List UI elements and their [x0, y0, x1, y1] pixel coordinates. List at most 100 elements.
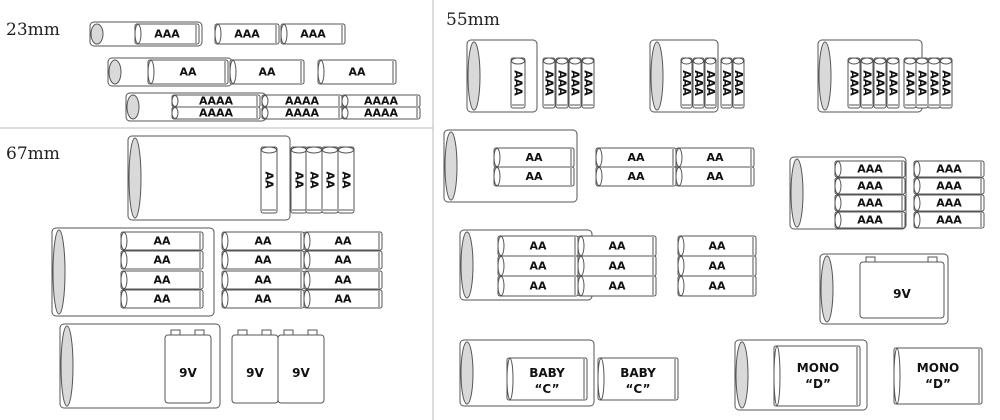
tube-end	[460, 341, 474, 405]
label-d: “D”	[805, 377, 831, 391]
battery-end	[928, 57, 940, 65]
battery-end	[303, 232, 311, 250]
battery-label: AA	[334, 274, 352, 287]
battery-label: AA	[608, 260, 626, 273]
battery-end	[675, 167, 683, 186]
battery-end	[887, 57, 899, 65]
tube-end	[820, 255, 834, 323]
battery-end	[147, 60, 155, 84]
battery-label: AAA	[556, 70, 569, 96]
section-label-23mm: 23mm	[6, 20, 60, 40]
battery-end	[913, 178, 921, 194]
battery-9v	[277, 334, 325, 404]
battery-end	[577, 236, 585, 256]
battery-label: AA	[334, 254, 352, 267]
battery-end	[214, 24, 222, 44]
section-dividers	[0, 0, 434, 420]
label-d: “D”	[925, 377, 951, 391]
battery-end	[261, 146, 277, 154]
battery-label: AAA	[720, 70, 733, 96]
battery-label: AAA	[936, 163, 962, 176]
tube-end	[52, 229, 66, 315]
battery-end	[261, 107, 269, 119]
battery-label: AAA	[857, 214, 883, 227]
battery-end	[677, 236, 685, 256]
battery-label: AA	[254, 293, 272, 306]
battery-label: AA	[254, 254, 272, 267]
battery-label: AA	[263, 171, 276, 189]
section-label-67mm: 67mm	[6, 144, 60, 164]
battery-end	[721, 57, 732, 65]
section-label-55mm: 55mm	[446, 10, 500, 30]
battery-label: AAA	[234, 28, 260, 41]
battery-end	[834, 195, 842, 211]
battery-end	[874, 57, 886, 65]
tube-end	[128, 137, 142, 219]
battery-end	[120, 271, 128, 289]
battery-label: AAAA	[364, 107, 399, 120]
battery-end	[120, 232, 128, 250]
terminal	[927, 256, 938, 263]
label-c: “C”	[625, 382, 650, 396]
battery-end	[834, 212, 842, 228]
tube-end	[735, 341, 749, 409]
battery-end	[733, 57, 744, 65]
battery-label: AAA	[940, 70, 953, 96]
battery-end	[577, 256, 585, 276]
packaging-tube	[127, 135, 291, 221]
battery-end	[303, 290, 311, 308]
battery-label: AAA	[680, 70, 693, 96]
battery-label: AAA	[904, 70, 917, 96]
battery-label: AAA	[887, 70, 900, 96]
tube-end	[444, 131, 458, 201]
battery-label: AA	[348, 66, 366, 79]
battery-end	[569, 57, 581, 65]
battery-label: AA	[153, 274, 171, 287]
battery-label: AA	[706, 170, 724, 183]
battery-mono-d	[773, 345, 861, 407]
battery-label: AAA	[704, 70, 717, 96]
battery-label: AA	[708, 260, 726, 273]
battery-label: AAA	[582, 70, 595, 96]
battery-end	[940, 57, 952, 65]
battery-label-9v: 9V	[292, 366, 310, 380]
battery-end	[861, 57, 873, 65]
tube-end	[60, 325, 74, 407]
battery-end	[134, 24, 142, 44]
battery-end	[582, 57, 594, 65]
terminal	[261, 329, 272, 336]
battery-label: AA	[324, 171, 337, 189]
battery-end	[543, 57, 555, 65]
battery-end	[341, 95, 349, 107]
battery-mono-d	[893, 347, 983, 405]
battery-label: AAAA	[285, 107, 320, 120]
terminal	[237, 329, 248, 336]
terminal	[170, 329, 181, 336]
battery-end	[221, 232, 229, 250]
battery-end	[341, 107, 349, 119]
battery-end	[497, 276, 505, 296]
battery-label: AAA	[861, 70, 874, 96]
label-mono: MONO	[797, 361, 839, 375]
battery-end	[497, 236, 505, 256]
battery-label: AAA	[154, 28, 180, 41]
battery-label: AAA	[512, 70, 525, 96]
battery-end	[291, 146, 307, 154]
battery-label: AAA	[569, 70, 582, 96]
battery-label-9v: 9V	[893, 287, 911, 301]
tube-end	[126, 94, 140, 120]
battery-end	[705, 57, 716, 65]
battery-label: AAA	[936, 214, 962, 227]
battery-end	[577, 276, 585, 296]
battery-label: AA	[525, 170, 543, 183]
battery-label: AA	[529, 280, 547, 293]
battery-label: AAA	[300, 28, 326, 41]
battery-label: AAA	[936, 197, 962, 210]
battery-9v	[859, 261, 945, 319]
battery-end	[595, 167, 603, 186]
battery-end	[221, 271, 229, 289]
label-mono: MONO	[917, 361, 959, 375]
battery-label: AAA	[874, 70, 887, 96]
label-c: “C”	[534, 382, 559, 396]
